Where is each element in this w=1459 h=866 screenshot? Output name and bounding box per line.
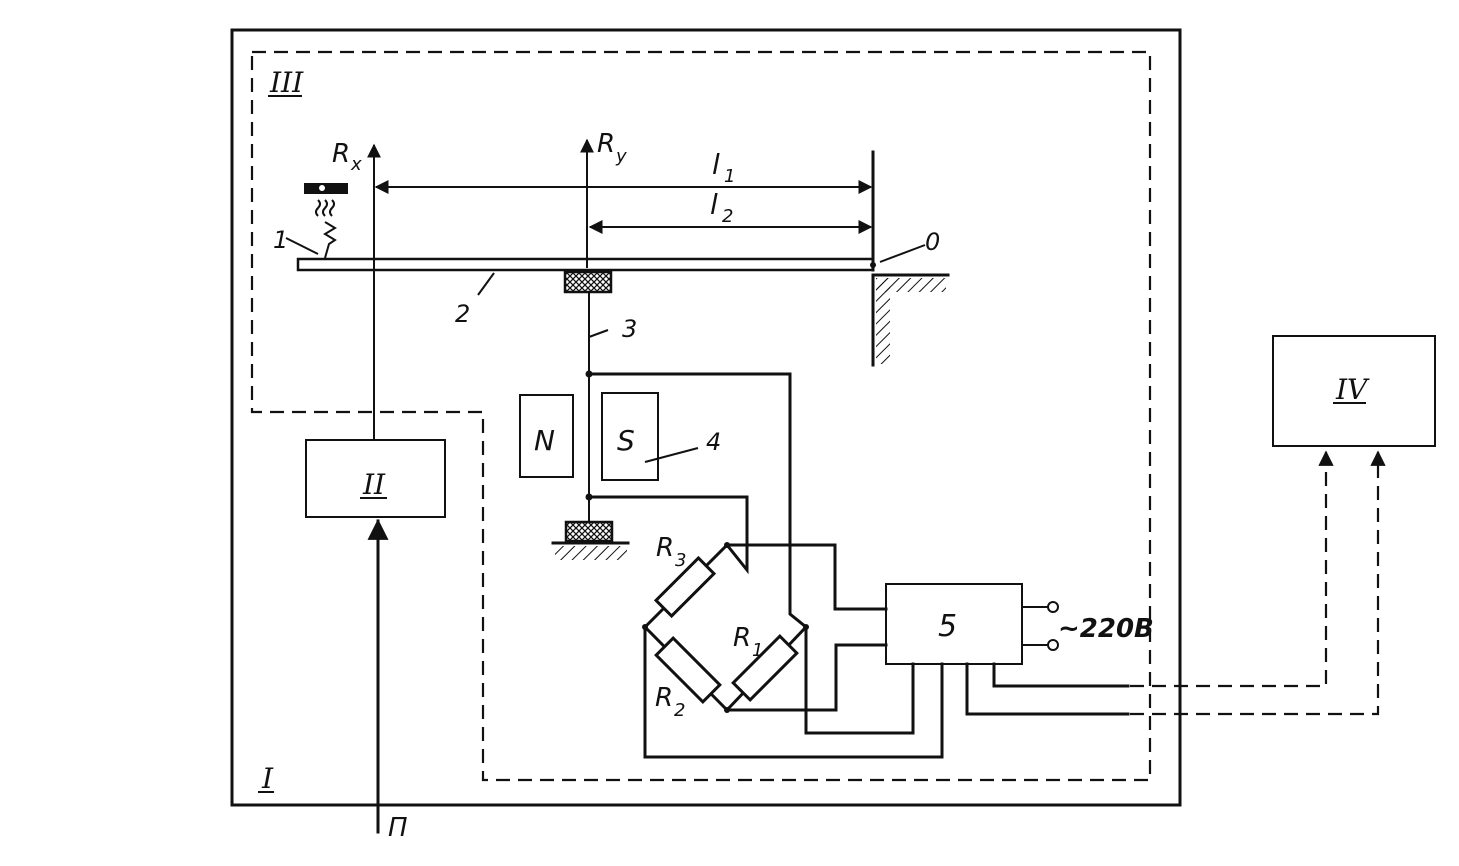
wire-bottom-to-5 [725,643,888,712]
label-ry-sub: y [615,146,627,167]
part-4-leader [644,447,699,463]
label-III: III [269,66,304,99]
label-I: I [261,762,274,795]
label-l2: l [710,188,718,221]
output-wire-2-dashed [1130,450,1386,716]
part-2-leader [477,272,495,296]
wire-top-to-5 [725,543,888,611]
label-ry: R [597,129,615,159]
label-r1: R [733,623,751,653]
lower-damper [564,520,614,543]
label-pivot: 0 [925,228,940,256]
wire-left-to-5 [643,625,944,759]
ground-hatch [555,546,627,560]
wire-rod-bottom [587,495,749,575]
output-wire-1-solid [992,662,1130,688]
output-wire-2-solid [965,662,1130,716]
label-r3: R [656,533,674,563]
label-rx-sub: x [350,154,362,175]
part-3-leader [588,329,609,338]
outer-frame-I [230,28,1182,807]
heat-waves-icon [315,199,335,217]
label-r2-sub: 2 [674,700,685,721]
block-II [305,439,446,518]
heater-element [304,183,348,194]
resistor-r2 [654,636,722,704]
wire-right-to-5 [804,625,915,735]
label-II: II [362,468,386,501]
magnet-s [601,392,659,481]
label-l2-sub: 2 [722,206,733,227]
resistor-r3 [653,555,717,619]
heater-dot [319,185,325,191]
label-l1-sub: 1 [724,166,735,187]
label-magnet-s: S [617,424,635,457]
label-part-2: 2 [455,300,470,328]
label-block-5: 5 [938,609,957,644]
upper-damper [563,270,613,294]
label-r2: R [655,683,673,713]
label-part-1: 1 [273,226,288,254]
part-1-leader [285,237,319,255]
power-terminal-1[interactable] [1047,601,1059,613]
label-r3-sub: 3 [675,550,686,571]
label-IV: IV [1335,373,1370,406]
wall-hatch-top [876,278,946,292]
magnet-n [519,394,574,478]
label-power: ~220B [1058,614,1154,644]
label-magnet-n: N [534,424,555,457]
label-rx: R [332,139,350,169]
pivot-leader [879,244,926,263]
label-input-flow: П [388,813,408,843]
label-r1-sub: 1 [752,640,763,661]
resistor-r1 [731,634,799,702]
label-l1: l [712,148,720,181]
wall-hatch-side [876,278,890,364]
label-part-3: 3 [622,315,637,343]
dashed-boundary-III [250,50,1152,782]
block-5 [885,583,1023,665]
block-IV [1272,335,1436,447]
beam-2 [296,257,875,272]
wire-rod-top [587,372,809,630]
label-part-4: 4 [706,428,721,456]
output-wire-1-dashed [1130,450,1334,688]
spring-1 [323,221,337,259]
power-terminal-2[interactable] [1047,639,1059,651]
